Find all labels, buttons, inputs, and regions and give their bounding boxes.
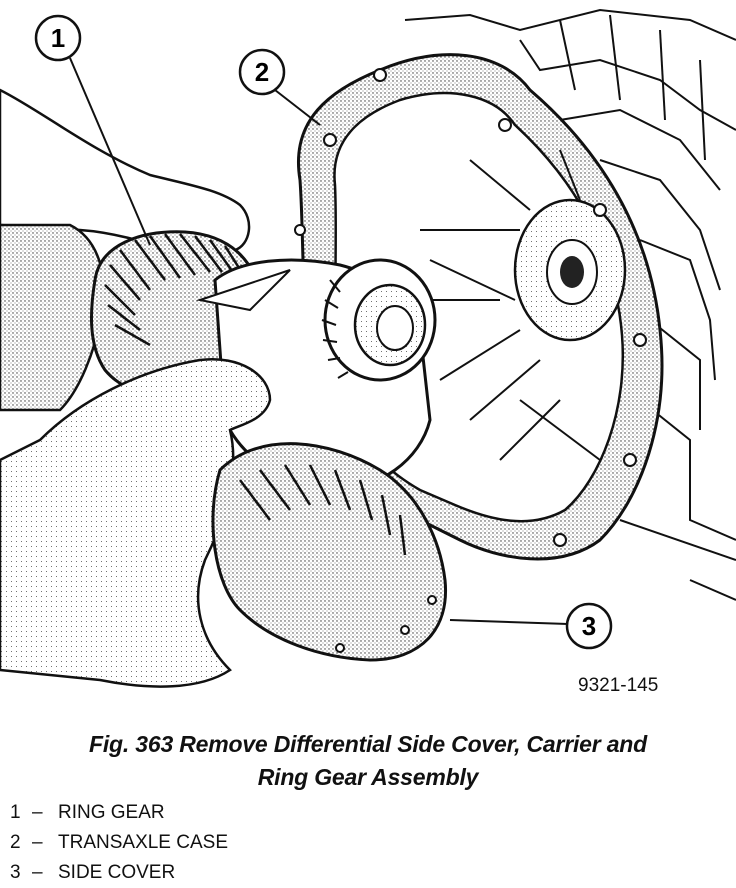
figure-id: 9321-145 [578, 675, 659, 696]
figure-caption: Fig. 363 Remove Differential Side Cover,… [0, 728, 736, 794]
legend-dash: – [32, 832, 43, 853]
legend-label: SIDE COVER [58, 862, 176, 883]
side-cover [211, 442, 448, 662]
legend-label: RING GEAR [58, 802, 165, 823]
legend-item: 2 – TRANSAXLE CASE [10, 828, 228, 858]
legend-label: TRANSAXLE CASE [58, 832, 228, 853]
exploded-view-drawing: 1 2 3 [0, 8, 736, 688]
transaxle-case-ribs [404, 8, 736, 601]
illustration: 1 2 3 [0, 8, 736, 688]
callout-1: 1 [34, 14, 82, 62]
legend-item: 1 – RING GEAR [10, 798, 228, 828]
legend-dash: – [32, 862, 43, 883]
leader-lines [69, 57, 569, 625]
callout-3: 3 [565, 602, 613, 650]
legend: 1 – RING GEAR 2 – TRANSAXLE CASE 3 – SID… [10, 798, 228, 888]
legend-number: 2 [10, 832, 21, 853]
lower-hand [0, 357, 272, 688]
legend-number: 1 [10, 802, 21, 823]
legend-item: 3 – SIDE COVER [10, 858, 228, 888]
caption-line-2: Ring Gear Assembly [257, 764, 479, 790]
legend-number: 3 [10, 862, 21, 883]
legend-dash: – [32, 802, 43, 823]
left-forearm [0, 223, 105, 412]
callout-2-number: 2 [255, 57, 269, 87]
differential-carrier [196, 258, 437, 492]
caption-line-1: Fig. 363 Remove Differential Side Cover,… [89, 731, 647, 757]
callout-2: 2 [238, 48, 286, 96]
callout-3-number: 3 [582, 611, 596, 641]
callout-1-number: 1 [51, 23, 65, 53]
